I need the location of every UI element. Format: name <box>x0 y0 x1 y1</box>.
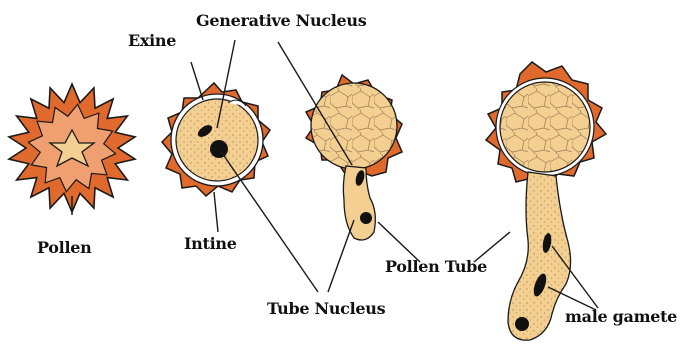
pollen-grain-germinating <box>278 42 420 292</box>
pollen-grain-sectioned <box>162 40 318 292</box>
pollen-grain-with-tube <box>474 62 606 340</box>
label-generative-nucleus: Generative Nucleus <box>196 11 366 30</box>
label-intine: Intine <box>184 234 237 253</box>
label-tube-nucleus: Tube Nucleus <box>267 299 385 318</box>
label-exine: Exine <box>128 31 176 50</box>
label-male-gamete: male gamete <box>565 307 677 326</box>
label-pollen-tube: Pollen Tube <box>385 257 487 276</box>
label-pollen: Pollen <box>37 238 91 257</box>
pollen-grain <box>9 84 135 215</box>
